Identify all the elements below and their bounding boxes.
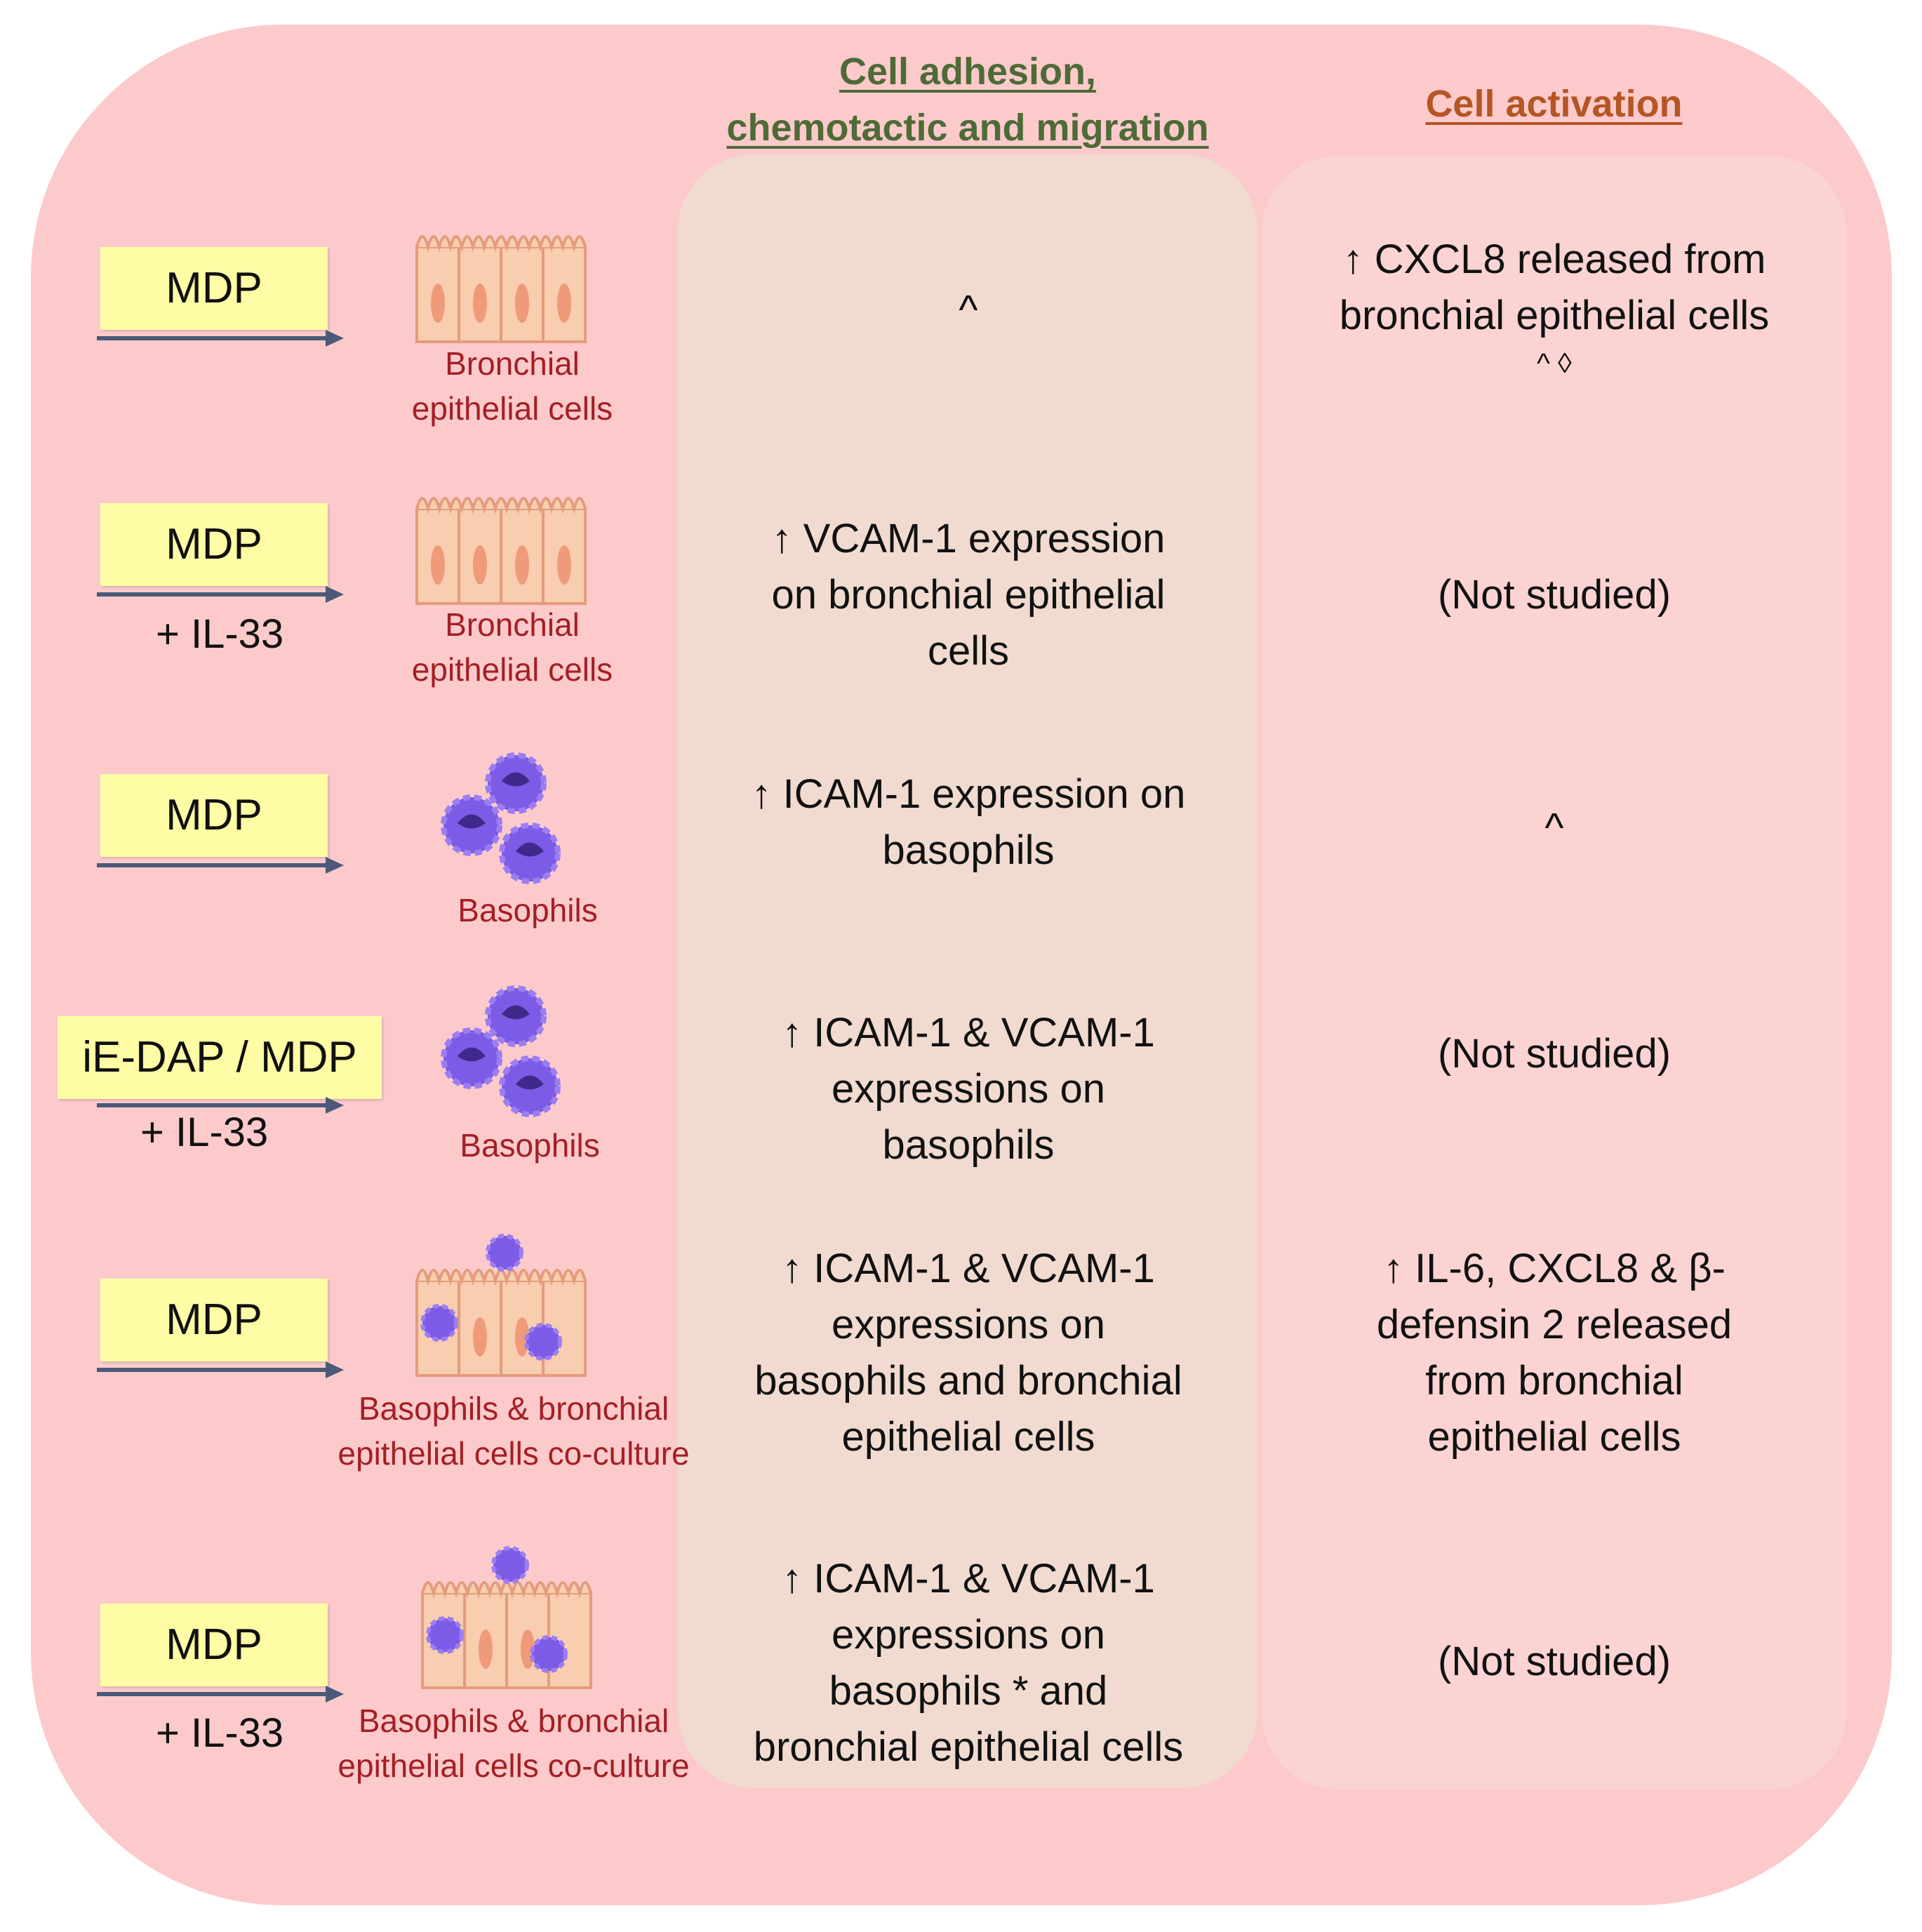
bronchial-epithelium-icon bbox=[415, 497, 587, 605]
activation-text: ^ bbox=[1277, 800, 1831, 856]
adhesion-line: ↑ VCAM-1 expression bbox=[771, 516, 1166, 561]
coculture-icon bbox=[421, 1546, 592, 1689]
activation-line: (Not studied) bbox=[1437, 1031, 1671, 1077]
bronchial-epithelium-icon bbox=[415, 235, 587, 343]
cell-label-line2: epithelial cells co-culture bbox=[338, 1747, 690, 1784]
adhesion-line: expressions on bbox=[831, 1302, 1106, 1347]
cell-label: Basophils bbox=[331, 888, 724, 933]
activation-line: ↑ IL-6, CXCL8 & β- bbox=[1383, 1246, 1726, 1291]
adhesion-line: ^ bbox=[959, 287, 978, 333]
adhesion-line: bronchial epithelial cells bbox=[753, 1724, 1184, 1770]
adhesion-text: ↑ ICAM-1 & VCAM-1 expressions on basophi… bbox=[695, 1241, 1242, 1465]
stimulus-box: MDP bbox=[100, 247, 328, 330]
arrow-right-icon bbox=[97, 1097, 344, 1114]
cell-label: Basophils & bronchial epithelial cells c… bbox=[317, 1386, 710, 1476]
stimulus-box: MDP bbox=[100, 503, 328, 586]
adhesion-line: basophils bbox=[882, 1122, 1055, 1168]
cell-label-line1: Basophils & bronchial bbox=[358, 1390, 669, 1427]
adhesion-line: cells bbox=[927, 628, 1010, 674]
activation-text: (Not studied) bbox=[1277, 567, 1831, 623]
adhesion-header-line1: Cell adhesion, bbox=[839, 51, 1097, 93]
arrow-right-icon bbox=[97, 1361, 344, 1378]
activation-line: ^ bbox=[1544, 805, 1564, 851]
adhesion-text: ↑ ICAM-1 & VCAM-1 expressions on basophi… bbox=[695, 1551, 1242, 1776]
adhesion-line: expressions on bbox=[831, 1066, 1106, 1112]
activation-text: ↑ IL-6, CXCL8 & β- defensin 2 released f… bbox=[1277, 1241, 1831, 1465]
cell-label-line1: Bronchial bbox=[445, 606, 580, 643]
cell-label-line2: epithelial cells bbox=[411, 390, 613, 427]
activation-line: (Not studied) bbox=[1437, 1639, 1671, 1684]
adhesion-text: ↑ ICAM-1 & VCAM-1 expressions on basophi… bbox=[695, 1005, 1242, 1173]
arrow-right-icon bbox=[97, 330, 344, 347]
cell-label: Bronchial epithelial cells bbox=[316, 602, 709, 692]
adhesion-text: ^ bbox=[695, 282, 1242, 338]
adhesion-line: basophils and bronchial bbox=[754, 1358, 1182, 1404]
cofactor-label: + IL-33 bbox=[156, 611, 284, 657]
cofactor-label: + IL-33 bbox=[156, 1710, 284, 1756]
adhesion-line: expressions on bbox=[831, 1612, 1106, 1658]
adhesion-text: ↑ VCAM-1 expression on bronchial epithel… bbox=[695, 511, 1242, 679]
arrow-right-icon bbox=[97, 857, 344, 874]
basophil-cluster-icon bbox=[441, 985, 561, 1117]
cofactor-label: + IL-33 bbox=[140, 1110, 269, 1155]
stimulus-box: iE-DAP / MDP bbox=[58, 1016, 382, 1099]
adhesion-line: ↑ ICAM-1 & VCAM-1 bbox=[782, 1010, 1155, 1055]
arrow-right-icon bbox=[97, 1686, 344, 1703]
adhesion-line: ↑ ICAM-1 expression on bbox=[751, 771, 1186, 817]
cell-label: Basophils bbox=[333, 1123, 726, 1168]
activation-text: (Not studied) bbox=[1277, 1026, 1831, 1082]
stimulus-box: MDP bbox=[100, 1279, 328, 1361]
cell-label-line1: Basophils bbox=[458, 892, 598, 928]
cell-label-line1: Basophils bbox=[460, 1127, 600, 1164]
activation-text: (Not studied) bbox=[1277, 1634, 1831, 1690]
basophil-cluster-icon bbox=[441, 752, 561, 884]
adhesion-header: Cell adhesion, chemotactic and migration bbox=[678, 44, 1257, 156]
adhesion-line: basophils * and bbox=[829, 1668, 1108, 1714]
activation-line: defensin 2 released bbox=[1376, 1302, 1733, 1347]
cell-label-line1: Basophils & bronchial bbox=[358, 1703, 669, 1739]
activation-text: ↑ CXCL8 released from bronchial epitheli… bbox=[1277, 232, 1831, 383]
coculture-icon bbox=[415, 1234, 587, 1377]
activation-line: epithelial cells bbox=[1427, 1414, 1681, 1460]
arrow-right-icon bbox=[97, 586, 344, 603]
adhesion-text: ↑ ICAM-1 expression on basophils bbox=[695, 766, 1242, 879]
activation-column bbox=[1262, 156, 1846, 1790]
activation-line: from bronchial bbox=[1425, 1358, 1683, 1404]
adhesion-line: ↑ ICAM-1 & VCAM-1 bbox=[782, 1246, 1155, 1291]
stimulus-box: MDP bbox=[100, 774, 328, 857]
stimulus-box: MDP bbox=[100, 1604, 328, 1686]
activation-line: ^ ◊ bbox=[1537, 348, 1572, 379]
adhesion-line: ↑ ICAM-1 & VCAM-1 bbox=[782, 1556, 1155, 1601]
adhesion-header-line2: chemotactic and migration bbox=[726, 107, 1209, 149]
activation-header: Cell activation bbox=[1425, 83, 1683, 125]
cell-label-line2: epithelial cells co-culture bbox=[338, 1435, 690, 1472]
activation-line: (Not studied) bbox=[1437, 572, 1671, 618]
adhesion-column bbox=[678, 154, 1257, 1788]
cell-label-line1: Bronchial bbox=[445, 345, 580, 382]
adhesion-line: basophils bbox=[882, 827, 1055, 873]
activation-line: bronchial epithelial cells bbox=[1339, 293, 1770, 338]
adhesion-line: on bronchial epithelial bbox=[771, 572, 1166, 618]
adhesion-line: epithelial cells bbox=[841, 1414, 1095, 1460]
cell-label: Basophils & bronchial epithelial cells c… bbox=[317, 1698, 710, 1788]
cell-label: Bronchial epithelial cells bbox=[316, 341, 709, 431]
cell-label-line2: epithelial cells bbox=[411, 651, 613, 688]
activation-line: ↑ CXCL8 released from bbox=[1342, 236, 1766, 282]
